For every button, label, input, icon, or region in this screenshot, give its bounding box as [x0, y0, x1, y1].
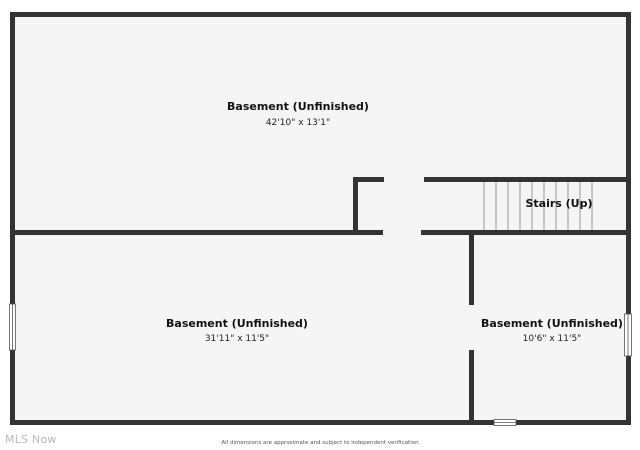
room-dimensions-basement-lower-left: 31'11" x 11'5" — [205, 334, 269, 344]
wall-top — [10, 12, 631, 17]
wall-jog-vertical — [353, 177, 358, 235]
dimensions-disclaimer: All dimensions are approximate and subje… — [221, 440, 419, 446]
windows — [9, 303, 632, 426]
room-dimensions-basement-upper: 42'10" x 13'1" — [266, 118, 330, 128]
room-label-stairs: Stairs (Up) — [525, 197, 592, 210]
mls-watermark: MLS Now — [5, 433, 57, 446]
wall-right — [626, 12, 631, 425]
room-label-basement-lower-left: Basement (Unfinished) — [166, 317, 308, 330]
room-label-basement-lower-right: Basement (Unfinished) — [481, 317, 623, 330]
wall-partition-upper — [469, 235, 474, 305]
wall-jog-top — [353, 177, 384, 182]
wall-interior-right — [421, 230, 626, 235]
stairs-treads — [483, 182, 593, 231]
wall-interior-left — [15, 230, 383, 235]
wall-left — [10, 12, 15, 425]
wall-bottom — [10, 420, 631, 425]
wall-partition-lower — [469, 350, 474, 422]
floor-area — [12, 14, 629, 423]
room-dimensions-basement-lower-right: 10'6" x 11'5" — [523, 334, 582, 344]
wall-stairs-top — [424, 177, 626, 182]
room-label-basement-upper: Basement (Unfinished) — [227, 100, 369, 113]
walls — [10, 12, 631, 425]
